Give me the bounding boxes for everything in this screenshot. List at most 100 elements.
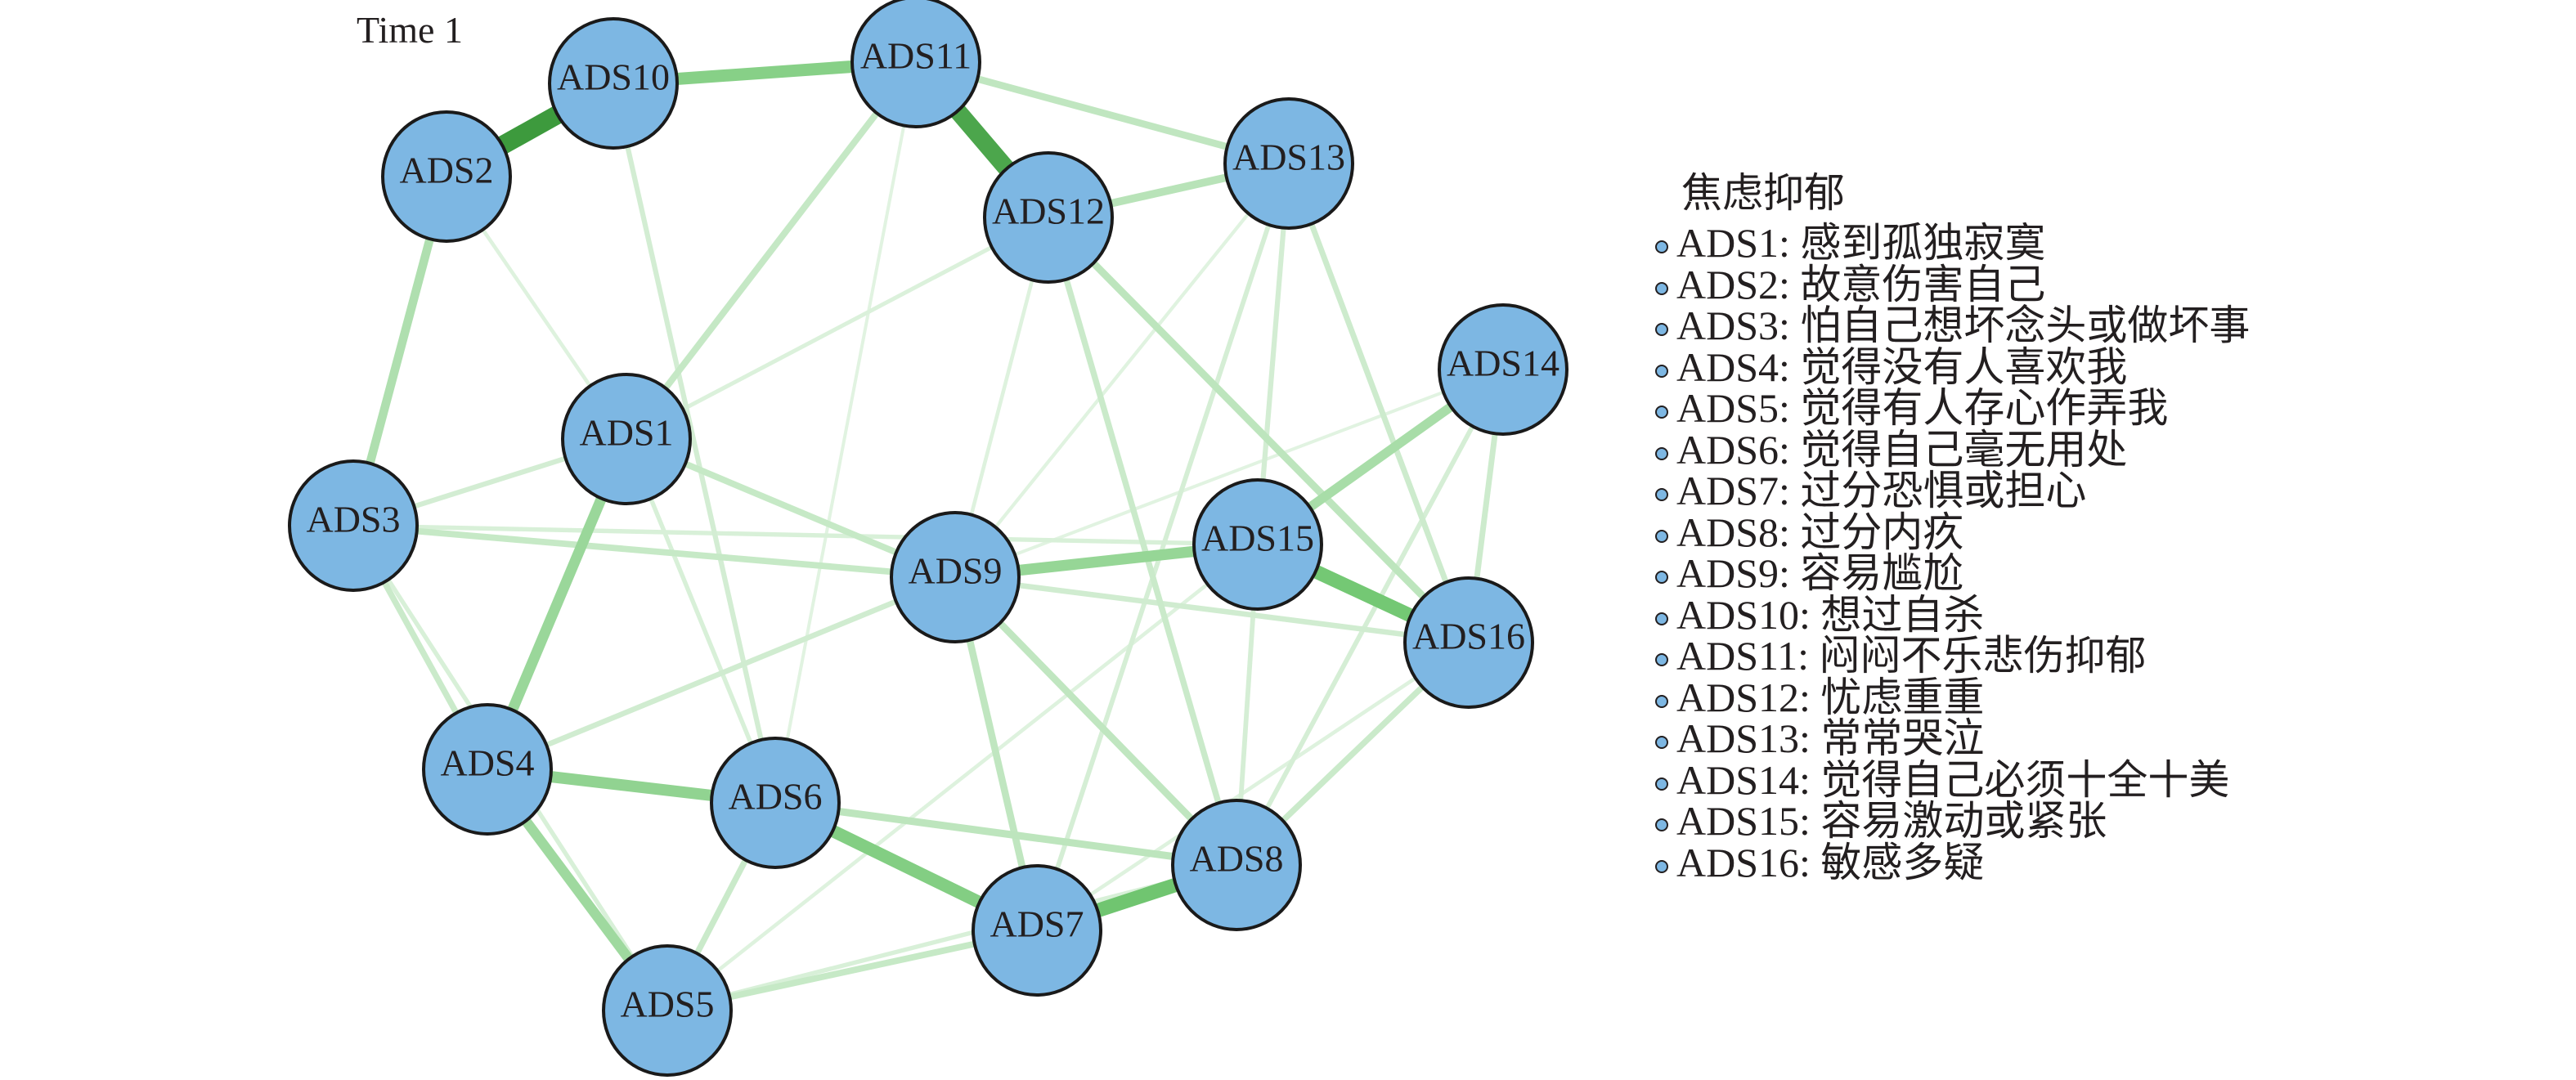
legend-item: ADS10: 想过自杀 [1655, 594, 2250, 636]
edge-ads3-ads9 [352, 522, 956, 580]
node-circle [1403, 576, 1534, 709]
node-circle [1223, 97, 1354, 230]
node-label: ADS3 [306, 499, 400, 540]
legend-item: ADS3: 怕自己想坏念头或做坏事 [1655, 305, 2250, 347]
node-circle [710, 737, 841, 869]
legend-item-label: ADS12: 忧虑重重 [1676, 674, 1985, 720]
legend-item-label: ADS2: 故意伤害自己 [1676, 261, 2046, 307]
legend-node-dot-icon [1655, 406, 1668, 419]
legend-item: ADS2: 故意伤害自己 [1655, 264, 2250, 306]
node-ads6[interactable]: ADS6 [710, 737, 841, 869]
node-ads1[interactable]: ADS1 [561, 373, 692, 505]
node-label: ADS7 [990, 903, 1084, 945]
node-circle [288, 459, 419, 592]
edge-ads12-ads16 [1045, 214, 1472, 646]
legend-node-dot-icon [1655, 571, 1668, 585]
node-label: ADS10 [557, 56, 670, 98]
node-circle [422, 703, 553, 836]
edge-ads6-ads8 [774, 799, 1237, 869]
edge-ads13-ads9 [954, 162, 1290, 579]
node-circle [850, 0, 981, 128]
node-label: ADS8 [1189, 838, 1283, 880]
node-label: ADS9 [908, 550, 1002, 592]
node-label: ADS1 [579, 412, 673, 454]
edge-ads1-ads12 [625, 215, 1050, 441]
node-label: ADS5 [620, 984, 714, 1025]
edge-ads4-ads9 [486, 574, 957, 773]
node-label: ADS2 [399, 150, 493, 191]
node-ads13[interactable]: ADS13 [1223, 97, 1354, 230]
node-circle [1192, 478, 1323, 611]
legend-node-dot-icon [1655, 488, 1668, 502]
node-ads9[interactable]: ADS9 [890, 511, 1021, 643]
legend-item: ADS9: 容易尴尬 [1655, 553, 2250, 594]
node-ads11[interactable]: ADS11 [850, 0, 981, 128]
legend-item-label: ADS10: 想过自杀 [1676, 591, 1985, 638]
legend-title: 焦虑抑郁 [1681, 170, 1845, 216]
legend-item-label: ADS8: 过分内疚 [1676, 509, 1964, 555]
graph-title: Time 1 [357, 9, 463, 51]
legend-item-label: ADS6: 觉得自己毫无用处 [1676, 426, 2128, 473]
legend-node-dot-icon [1655, 281, 1668, 295]
edge-ads13-ads16 [1286, 162, 1472, 644]
legend-item-label: ADS5: 觉得有人存心作弄我 [1676, 385, 2169, 432]
legend-item: ADS5: 觉得有人存心作弄我 [1655, 388, 2250, 429]
edge-ads3-ads15 [352, 523, 1259, 547]
node-ads2[interactable]: ADS2 [381, 110, 512, 243]
node-ads5[interactable]: ADS5 [602, 944, 733, 1077]
legend-item: ADS1: 感到孤独寂寞 [1655, 222, 2250, 264]
legend-item-label: ADS9: 容易尴尬 [1676, 550, 1964, 597]
node-ads10[interactable]: ADS10 [548, 17, 679, 150]
node-ads16[interactable]: ADS16 [1403, 576, 1534, 709]
node-circle [548, 17, 679, 150]
legend-node-dot-icon [1655, 446, 1668, 460]
legend-node-dot-icon [1655, 736, 1668, 750]
legend-item: ADS11: 闷闷不乐悲伤抑郁 [1655, 635, 2250, 677]
node-ads14[interactable]: ADS14 [1438, 303, 1568, 436]
legend-item-label: ADS14: 觉得自己必须十全十美 [1676, 756, 2230, 803]
legend-item: ADS4: 觉得没有人喜欢我 [1655, 347, 2250, 388]
node-label: ADS16 [1412, 616, 1525, 657]
node-label: ADS15 [1201, 518, 1314, 559]
node-ads12[interactable]: ADS12 [983, 151, 1114, 284]
edge-ads9-ads8 [952, 574, 1240, 868]
legend-item-label: ADS15: 容易激动或紧张 [1676, 798, 2107, 845]
edge-ads15-ads5 [666, 543, 1259, 1012]
legend-item: ADS8: 过分内疚 [1655, 512, 2250, 553]
legend-item-label: ADS4: 觉得没有人喜欢我 [1676, 343, 2128, 390]
node-circle [1171, 799, 1302, 931]
legend-node-dot-icon [1655, 323, 1668, 337]
node-label: ADS4 [440, 742, 534, 784]
edge-ads16-ads7 [1035, 641, 1470, 932]
node-label: ADS13 [1232, 137, 1345, 178]
legend-item: ADS13: 常常哭泣 [1655, 718, 2250, 760]
node-ads15[interactable]: ADS15 [1192, 478, 1323, 611]
node-circle [381, 110, 512, 243]
legend-node-dot-icon [1655, 859, 1668, 873]
edge-ads9-ads16 [954, 574, 1470, 646]
edge-ads14-ads8 [1234, 368, 1506, 867]
edge-ads12-ads8 [1045, 216, 1240, 867]
legend-node-dot-icon [1655, 818, 1668, 832]
legend-item-label: ADS16: 敏感多疑 [1676, 839, 1985, 885]
node-label: ADS6 [728, 776, 822, 818]
legend-node-dot-icon [1655, 612, 1668, 625]
legend-node-dot-icon [1655, 653, 1668, 667]
node-label: ADS12 [992, 190, 1105, 232]
legend-item-label: ADS7: 过分恐惧或担心 [1676, 468, 2087, 514]
node-circle [972, 864, 1102, 997]
node-ads3[interactable]: ADS3 [288, 459, 419, 592]
edge-ads11-ads1 [623, 60, 919, 441]
legend-item-label: ADS3: 怕自己想坏念头或做坏事 [1676, 302, 2251, 349]
node-ads4[interactable]: ADS4 [422, 703, 553, 836]
legend-node-dot-icon [1655, 364, 1668, 378]
legend-item: ADS7: 过分恐惧或担心 [1655, 470, 2250, 512]
node-ads7[interactable]: ADS7 [972, 864, 1102, 997]
legend-node-dot-icon [1655, 529, 1668, 543]
node-ads8[interactable]: ADS8 [1171, 799, 1302, 931]
node-label: ADS14 [1447, 343, 1560, 384]
legend-item: ADS6: 觉得自己毫无用处 [1655, 429, 2250, 471]
nodes-layer: ADS1ADS2ADS3ADS4ADS5ADS6ADS7ADS8ADS9ADS1… [288, 0, 1568, 1077]
